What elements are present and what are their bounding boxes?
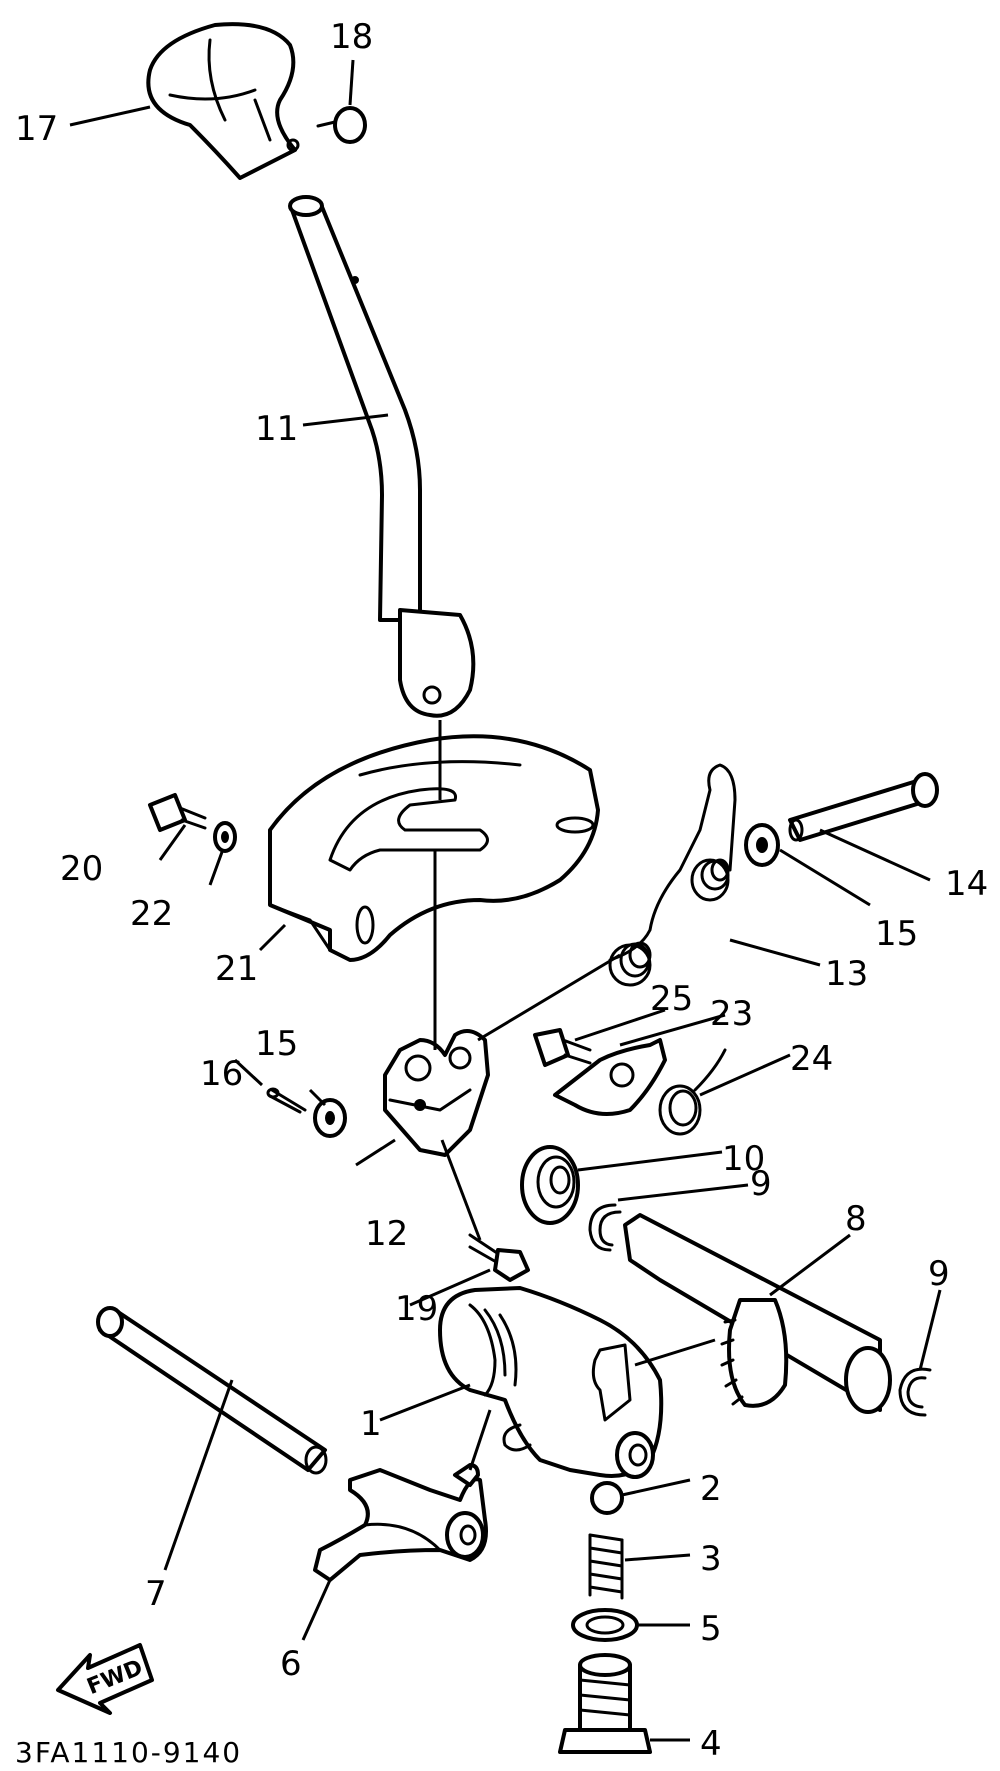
ball xyxy=(590,1481,624,1515)
bracket-washer xyxy=(313,1098,347,1138)
shift-lever xyxy=(288,195,476,718)
guide-washer xyxy=(213,821,237,853)
callout-17: 17 xyxy=(15,109,58,149)
callout-25: 25 xyxy=(650,979,693,1019)
callout-10: 10 xyxy=(722,1139,765,1179)
callout-1: 1 xyxy=(360,1404,382,1444)
callout-14: 14 xyxy=(945,864,988,904)
circlip-upper xyxy=(588,1203,622,1252)
guide-bar xyxy=(96,1306,328,1475)
callout-18: 18 xyxy=(330,17,373,57)
leader-lines xyxy=(69,59,942,1742)
circlip-lower xyxy=(898,1367,932,1417)
callout-4: 4 xyxy=(700,1724,722,1764)
callout-12: 12 xyxy=(365,1214,408,1254)
callout-24: 24 xyxy=(790,1039,833,1079)
pivot-washer xyxy=(744,823,780,867)
stopper-bolt xyxy=(533,1028,592,1067)
callout-9-lower: 9 xyxy=(928,1254,950,1294)
drain-plug xyxy=(558,1653,652,1754)
callout-6: 6 xyxy=(280,1644,302,1684)
callout-3: 3 xyxy=(700,1539,722,1579)
shift-knob xyxy=(146,22,300,180)
stopper-lever xyxy=(553,1038,667,1116)
callout-8: 8 xyxy=(845,1199,867,1239)
callout-7: 7 xyxy=(145,1574,167,1614)
callout-2: 2 xyxy=(700,1469,722,1509)
pivot-shaft xyxy=(788,772,939,842)
forward-arrow-icon: FWD xyxy=(56,1643,154,1715)
plug-washer xyxy=(571,1608,639,1642)
callout-16: 16 xyxy=(200,1054,243,1094)
callout-19: 19 xyxy=(395,1289,438,1329)
callout-11: 11 xyxy=(255,409,298,449)
shift-lever-bracket xyxy=(383,1029,490,1157)
shift-shaft xyxy=(623,1213,892,1414)
callout-22: 22 xyxy=(130,894,173,934)
bracket-bolt xyxy=(468,1233,530,1282)
shift-drum xyxy=(438,1286,664,1479)
callout-20: 20 xyxy=(60,849,103,889)
cotter-pin xyxy=(266,1087,307,1114)
callout-9-upper: 9 xyxy=(750,1164,772,1204)
callout-21: 21 xyxy=(215,949,258,989)
guide-bolt xyxy=(148,793,207,832)
bearing xyxy=(520,1145,580,1225)
torsion-spring xyxy=(608,763,737,987)
callout-13: 13 xyxy=(825,954,868,994)
shift-fork xyxy=(313,1463,488,1582)
callout-15-upper: 15 xyxy=(875,914,918,954)
diagram-code: 3FA1110-9140 xyxy=(15,1736,242,1769)
stopper-spring xyxy=(658,1048,727,1136)
callout-5: 5 xyxy=(700,1609,722,1649)
callout-23: 23 xyxy=(710,994,753,1034)
callout-15-lower: 15 xyxy=(255,1024,298,1064)
knob-screw xyxy=(316,106,367,144)
callout-labels: 17 18 11 20 22 21 14 15 13 25 23 24 15 1… xyxy=(15,17,988,1764)
detent-spring xyxy=(588,1533,624,1600)
shift-guide xyxy=(268,734,600,962)
